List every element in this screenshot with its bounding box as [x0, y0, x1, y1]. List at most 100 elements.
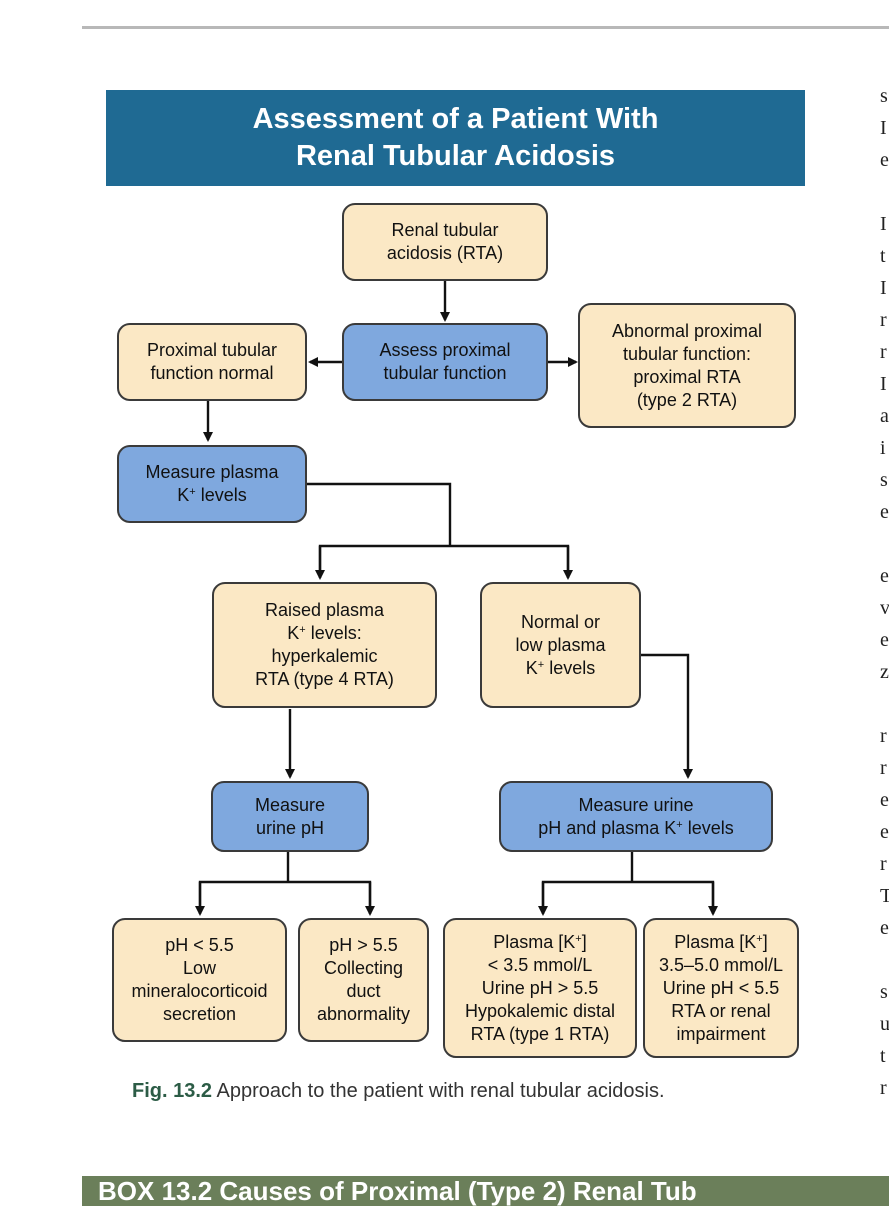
node-abnormal-proximal-line3: proximal RTA	[633, 366, 741, 387]
node-measure-plasma-k: Measure plasma K+ levels	[117, 445, 307, 523]
right-column-letter: r	[880, 725, 887, 747]
node-assess-proximal-line2: tubular function	[383, 363, 507, 383]
node-plasma-k-low-line5: RTA (type 1 RTA)	[470, 1023, 610, 1044]
node-plasma-k-mid-line1: Plasma [K+]	[674, 931, 768, 952]
node-abnormal-proximal-line4: (type 2 RTA)	[636, 389, 738, 410]
node-plasma-k-low-line1: Plasma [K+]	[493, 931, 587, 952]
right-column-letter: r	[880, 757, 887, 779]
node-plasma-k-mid-line5: impairment	[676, 1023, 766, 1044]
node-ph-lt-5-5: pH < 5.5 Low mineralocorticoid secretion	[112, 918, 287, 1042]
right-column-letter: e	[880, 821, 889, 843]
right-column-letter: s	[880, 469, 888, 491]
node-ph-gt-line3: duct	[346, 981, 381, 1001]
node-rta-line1: Renal tubular	[391, 220, 499, 240]
right-column-letter: T	[880, 885, 889, 907]
right-column-letter: r	[880, 1077, 887, 1099]
right-column-letter: e	[880, 149, 889, 171]
node-ph-lt-line1: pH < 5.5	[165, 935, 234, 955]
node-measure-urine-ph: Measure urine pH	[211, 781, 369, 852]
right-column-letter: i	[880, 437, 886, 459]
right-column-letter	[880, 176, 889, 208]
top-rule	[82, 26, 889, 29]
right-column-letter: I	[880, 213, 887, 235]
node-ph-lt-line3: mineralocorticoid	[131, 981, 268, 1001]
branch-bar-plasma	[541, 880, 715, 912]
node-plasma-k-mid-line4: RTA or renal	[671, 1000, 771, 1021]
right-column-letter: t	[880, 245, 886, 267]
node-normal-low-k-line2: low plasma	[515, 634, 606, 655]
right-column-letter: r	[880, 341, 887, 363]
right-column-letter: e	[880, 501, 889, 523]
node-measure-urine-ph-k-line2: pH and plasma K+ levels	[538, 817, 734, 838]
right-column-letter: r	[880, 853, 887, 875]
right-column-letter: v	[880, 597, 889, 619]
right-column-letter: e	[880, 629, 889, 651]
connector-normal-low-to-urine-ph-k	[640, 653, 693, 779]
node-plasma-k-low-line2: < 3.5 mmol/L	[487, 954, 593, 975]
node-assess-proximal: Assess proximal tubular function	[342, 323, 548, 401]
node-rta: Renal tubular acidosis (RTA)	[342, 203, 548, 281]
node-raised-k-line4: RTA (type 4 RTA)	[255, 669, 394, 689]
right-column-letter: s	[880, 981, 888, 1003]
connector-measure-k-to-branch	[306, 482, 452, 545]
figure-title-line1: Assessment of a Patient With	[252, 103, 659, 135]
figure-title-line2: Renal Tubular Acidosis	[295, 140, 616, 172]
node-raised-k-line3: hyperkalemic	[271, 646, 378, 666]
node-ph-gt-line1: pH > 5.5	[329, 935, 398, 955]
node-plasma-k-low-line4: Hypokalemic distal	[464, 1000, 616, 1021]
node-proximal-normal-line2: function normal	[150, 363, 274, 383]
node-ph-gt-line2: Collecting	[323, 958, 404, 978]
node-plasma-k-low: Plasma [K+] < 3.5 mmol/L Urine pH > 5.5 …	[443, 918, 637, 1058]
right-column-letter: z	[880, 661, 889, 683]
node-proximal-normal: Proximal tubular function normal	[117, 323, 307, 401]
node-raised-k-line1: Raised plasma	[264, 600, 385, 620]
right-column-letter: e	[880, 789, 889, 811]
node-measure-urine-ph-line1: Measure	[254, 794, 326, 815]
right-column-letter: a	[880, 405, 889, 427]
right-column-letter	[880, 528, 889, 560]
node-plasma-k-mid: Plasma [K+] 3.5–5.0 mmol/L Urine pH < 5.…	[643, 918, 799, 1058]
right-column-letter: u	[880, 1013, 889, 1035]
figure-caption-label: Fig. 13.2	[132, 1080, 213, 1102]
node-rta-line2: acidosis (RTA)	[386, 243, 504, 263]
node-raised-k: Raised plasma K+ levels: hyperkalemic RT…	[212, 582, 437, 708]
node-normal-low-k-line3: K+ levels	[525, 657, 596, 678]
node-raised-k-line2: K+ levels:	[287, 623, 362, 643]
figure-caption: Fig. 13.2 Approach to the patient with r…	[132, 1080, 665, 1103]
figure-caption-text: Approach to the patient with renal tubul…	[212, 1080, 665, 1102]
right-column-letter: I	[880, 117, 887, 139]
branch-bar-ph	[198, 880, 372, 912]
branch-bar-k	[318, 544, 570, 576]
right-column-letter	[880, 688, 889, 720]
node-ph-lt-line2: Low	[182, 958, 217, 978]
right-column-letter: I	[880, 277, 887, 299]
right-column-letter	[880, 944, 889, 976]
right-column-letter: t	[880, 1045, 886, 1067]
right-column-letter: I	[880, 373, 887, 395]
node-measure-urine-ph-line2: urine pH	[255, 817, 325, 838]
node-normal-low-k: Normal or low plasma K+ levels	[480, 582, 641, 708]
node-ph-gt-line4: abnormality	[316, 1004, 411, 1024]
node-normal-low-k-line1: Normal or	[520, 611, 600, 632]
node-proximal-normal-line1: Proximal tubular	[146, 340, 278, 360]
right-column-letter: s	[880, 85, 888, 107]
node-measure-plasma-k-line1: Measure plasma	[145, 462, 279, 482]
node-plasma-k-mid-line3: Urine pH < 5.5	[662, 977, 780, 998]
node-abnormal-proximal-line2: tubular function:	[622, 343, 752, 364]
node-assess-proximal-line1: Assess proximal	[379, 340, 511, 360]
right-column-letter: r	[880, 309, 887, 331]
box-13-2-banner: BOX 13.2 Causes of Proximal (Type 2) Ren…	[82, 1176, 889, 1206]
node-ph-gt-5-5: pH > 5.5 Collecting duct abnormality	[298, 918, 429, 1042]
node-measure-urine-ph-k-line1: Measure urine	[578, 794, 694, 815]
node-abnormal-proximal-line1: Abnormal proximal	[611, 320, 763, 341]
node-ph-lt-line4: secretion	[162, 1004, 237, 1024]
node-plasma-k-mid-line2: 3.5–5.0 mmol/L	[658, 954, 784, 975]
node-measure-plasma-k-line2: K+ levels	[177, 485, 247, 505]
node-measure-urine-ph-k: Measure urine pH and plasma K+ levels	[499, 781, 773, 852]
right-column-letter: e	[880, 917, 889, 939]
figure-title-box: Assessment of a Patient With Renal Tubul…	[106, 90, 805, 186]
right-column-letter: e	[880, 565, 889, 587]
node-plasma-k-low-line3: Urine pH > 5.5	[481, 977, 599, 998]
